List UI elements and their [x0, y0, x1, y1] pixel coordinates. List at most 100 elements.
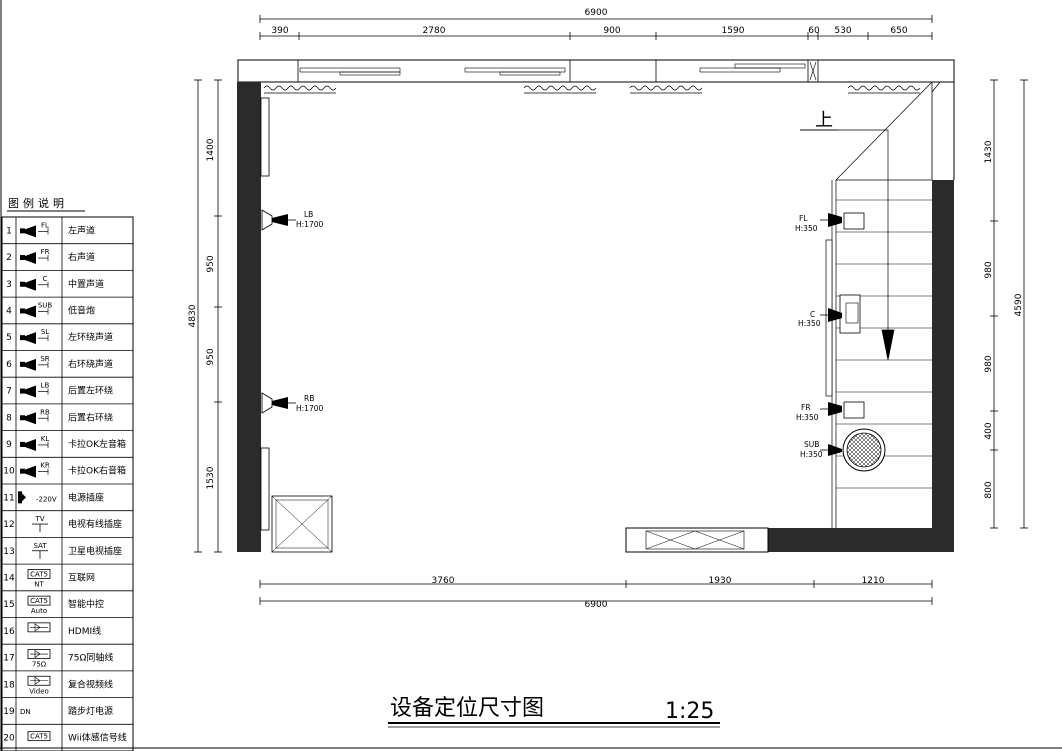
top-dimension-3: 900: [603, 26, 620, 36]
speaker-fr-code: FR: [801, 403, 811, 412]
speaker-icon: SR: [20, 355, 50, 371]
legend-row-label: 复合视频线: [68, 678, 113, 690]
speaker-lb-height: H:1700: [296, 220, 323, 229]
legend-row-number: 9: [6, 440, 12, 450]
legend-row-code: CAT5: [30, 597, 48, 605]
video-cable-icon: Video: [27, 675, 51, 695]
legend-row-label: 电视有线插座: [68, 518, 122, 530]
legend-row-code: SR: [40, 355, 49, 363]
legend-row-number: 4: [6, 306, 12, 316]
speaker-icon: FL: [20, 221, 49, 238]
speaker-fl: FL H:350: [795, 212, 865, 233]
speaker-rb: RB H:1700: [261, 392, 323, 414]
legend-row-number: 7: [6, 387, 12, 397]
top-dimensions: 6900 390 2780 900 1590 60 530 650: [259, 8, 933, 40]
speaker-sub-code: SUB: [804, 440, 819, 449]
speaker-icon: SUB: [20, 301, 53, 318]
top-dimension-2: 2780: [423, 26, 446, 36]
legend-row-label: 中置声道: [68, 278, 104, 290]
speaker-c-height: H:350: [798, 319, 821, 328]
curtain-tracks: [263, 85, 921, 94]
speaker-icon: [828, 444, 842, 456]
speaker-icon: SL: [20, 328, 49, 345]
legend-row-number: 15: [3, 600, 14, 610]
legend-row-subcode: NT: [34, 580, 44, 588]
speaker-icon: FR: [20, 248, 50, 265]
legend-row-code: TV: [34, 515, 44, 523]
right-wall: [932, 180, 954, 528]
legend-row-code: FL: [41, 221, 49, 229]
legend-row-label: 左声道: [68, 224, 95, 236]
left-total-dimension: 4830: [188, 304, 198, 327]
power-socket-icon: -220V: [18, 491, 57, 504]
legend-title: 图例说明: [8, 196, 68, 210]
legend-row-subcode: Auto: [31, 607, 47, 615]
left-dimension-1: 1400: [206, 138, 216, 161]
drawing-scale: 1:25: [665, 699, 714, 724]
speaker-icon: [272, 214, 288, 226]
legend-row-label: 智能中控: [68, 598, 104, 610]
bottom-right-wall: [768, 528, 954, 552]
bottom-dimension-1: 3760: [432, 576, 455, 586]
legend-row-code: Video: [29, 687, 49, 695]
legend-row-code: SUB: [38, 301, 53, 309]
legend-row-number: 13: [3, 547, 14, 557]
drawing-title-block: 设备定位尺寸图 1:25: [388, 696, 720, 728]
window-sashes: [299, 61, 817, 81]
legend-row-number: 12: [3, 520, 14, 530]
speaker-icon: [272, 397, 288, 409]
step-light-icon: DN: [20, 708, 31, 716]
legend-row-code: KL: [41, 435, 50, 443]
speaker-fl-code: FL: [799, 214, 808, 223]
legend-row-code: KR: [40, 462, 50, 470]
legend-row-label: 低音炮: [68, 304, 95, 316]
sat-socket-icon: SAT: [32, 542, 48, 559]
top-total-dimension: 6900: [585, 8, 608, 18]
legend-row-number: 16: [3, 627, 15, 637]
top-dimension-6: 530: [834, 26, 851, 36]
legend-row-code: DN: [20, 708, 31, 716]
speaker-c-code: C: [810, 310, 815, 319]
legend-row-code: FR: [41, 248, 50, 256]
speaker-icon: [828, 213, 842, 227]
bottom-dimension-3: 1210: [862, 576, 885, 586]
legend-row-code: CAT5: [30, 570, 48, 578]
bottom-dimension-2: 1930: [709, 576, 732, 586]
left-dimension-4: 1530: [206, 466, 216, 489]
speaker-rb-height: H:1700: [296, 404, 323, 413]
speaker-lb-code: LB: [304, 210, 313, 219]
legend-row-code: SAT: [33, 542, 47, 550]
legend-row-number: 1: [6, 226, 12, 236]
top-dimension-1: 390: [271, 26, 288, 36]
legend-row-label: 踏步灯电源: [68, 705, 113, 717]
speaker-sub-height: H:350: [800, 450, 823, 459]
speaker-icon: [828, 402, 842, 416]
speakers: LB H:1700 RB H:1700 FL H:350 C H:350: [261, 209, 886, 472]
legend-row-code: 75Ω: [32, 661, 47, 669]
speaker-c: C H:350: [798, 294, 861, 334]
right-dimension-1: 1430: [984, 140, 994, 163]
left-dimensions: 4830 1400 950 950 1530: [188, 79, 222, 553]
speaker-icon: LB: [20, 382, 50, 398]
speaker-fr-height: H:350: [796, 413, 819, 422]
legend-row-number: 2: [6, 253, 12, 263]
hdmi-cable-icon: [27, 622, 51, 633]
speaker-lb: LB H:1700: [261, 209, 323, 231]
legend-row-code: RB: [40, 408, 50, 416]
legend-row-number: 3: [6, 280, 12, 290]
speaker-icon: [828, 308, 842, 322]
legend-row-number: 8: [6, 413, 12, 423]
sensor-cable-icon: CAT5: [27, 731, 51, 742]
right-dimension-5: 800: [984, 481, 994, 498]
legend-row-label: 卡拉OK右音箱: [68, 465, 126, 477]
top-dimension-4: 1590: [722, 26, 745, 36]
right-dimensions: 1430 980 980 400 800 4590: [984, 79, 1028, 529]
speaker-icon: RB: [20, 408, 50, 425]
stair-up-label: 上: [815, 110, 833, 131]
legend-row-label: 左环绕声道: [68, 331, 113, 343]
legend-row-label: 电源插座: [68, 491, 104, 503]
